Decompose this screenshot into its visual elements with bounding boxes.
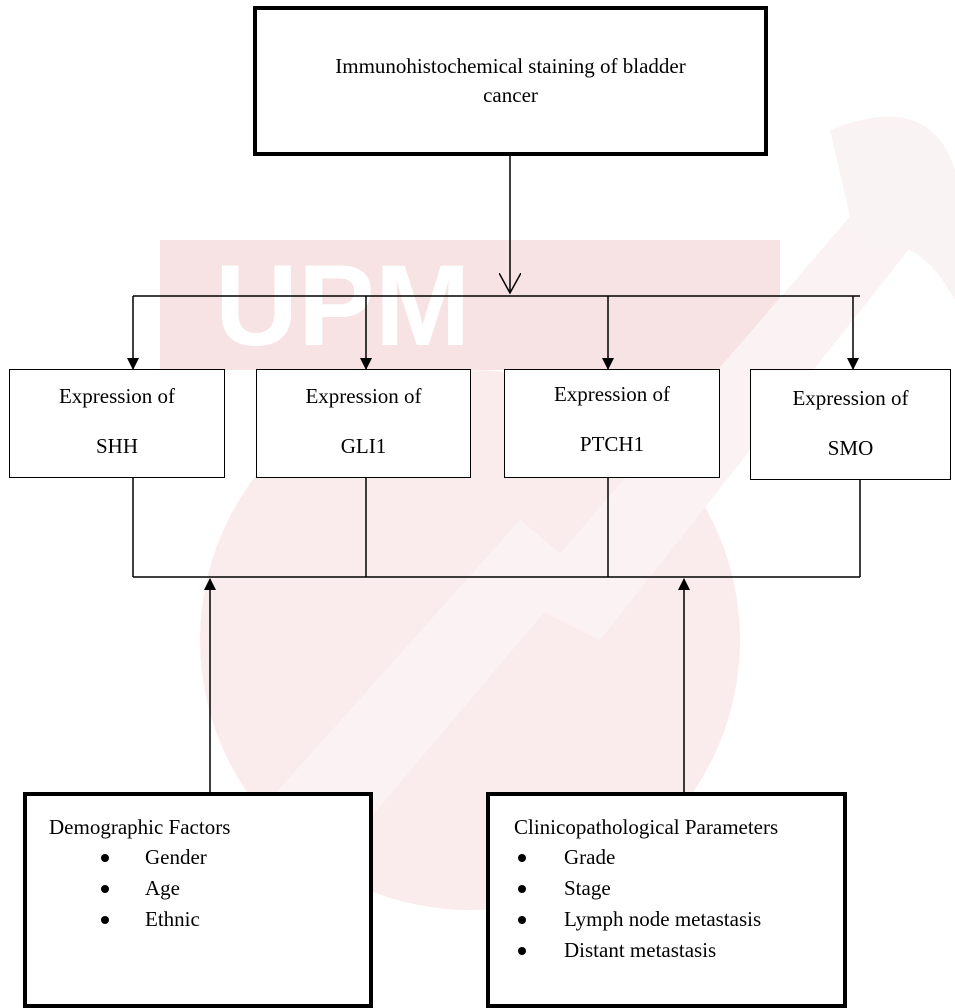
list-item-label: Stage — [564, 876, 611, 900]
list-item-label: Grade — [564, 845, 616, 869]
list-item-label: Age — [145, 876, 180, 900]
demographic-title: Demographic Factors — [49, 815, 231, 839]
clinicopathological-parameters-box: Clinicopathological Parameters Grade Sta… — [486, 792, 847, 1008]
list-item: Grade — [514, 842, 843, 873]
bullet-icon — [518, 885, 526, 893]
bullet-icon — [101, 854, 109, 862]
expression-box-ptch1: Expression of PTCH1 — [504, 369, 720, 478]
expression-box-gli1: Expression of GLI1 — [256, 369, 471, 478]
expression-gene: PTCH1 — [579, 432, 645, 456]
bullet-icon — [518, 916, 526, 924]
staining-box-text: Immunohistochemical staining of bladder … — [335, 54, 686, 107]
list-item: Age — [49, 873, 369, 904]
list-item-label: Gender — [145, 845, 207, 869]
staining-box: Immunohistochemical staining of bladder … — [253, 6, 768, 156]
expression-label: Expression of — [58, 384, 176, 408]
watermark-text: UPM — [215, 242, 471, 370]
bullet-icon — [518, 947, 526, 955]
bullet-icon — [518, 854, 526, 862]
clinicopathological-list: Grade Stage Lymph node metastasis Distan… — [514, 842, 843, 966]
expression-gene: GLI1 — [340, 434, 387, 458]
list-item: Distant metastasis — [514, 935, 843, 966]
list-item: Stage — [514, 873, 843, 904]
list-item-label: Lymph node metastasis — [564, 907, 762, 931]
expression-label: Expression of — [553, 382, 671, 406]
list-item-label: Ethnic — [145, 907, 200, 931]
expression-gene: SMO — [827, 436, 874, 460]
expression-label: Expression of — [305, 384, 422, 408]
list-item: Gender — [49, 842, 369, 873]
expression-gene: SHH — [95, 434, 138, 458]
list-item: Ethnic — [49, 904, 369, 935]
demographic-factors-box: Demographic Factors Gender Age Ethnic — [23, 792, 373, 1008]
list-item: Lymph node metastasis — [514, 904, 843, 935]
bullet-icon — [101, 885, 109, 893]
bullet-icon — [101, 916, 109, 924]
expression-box-smo: Expression of SMO — [750, 369, 951, 480]
expression-box-shh: Expression of SHH — [9, 369, 225, 478]
clinicopathological-title: Clinicopathological Parameters — [514, 815, 779, 839]
list-item-label: Distant metastasis — [564, 938, 717, 962]
demographic-list: Gender Age Ethnic — [49, 842, 369, 935]
expression-label: Expression of — [792, 386, 909, 410]
